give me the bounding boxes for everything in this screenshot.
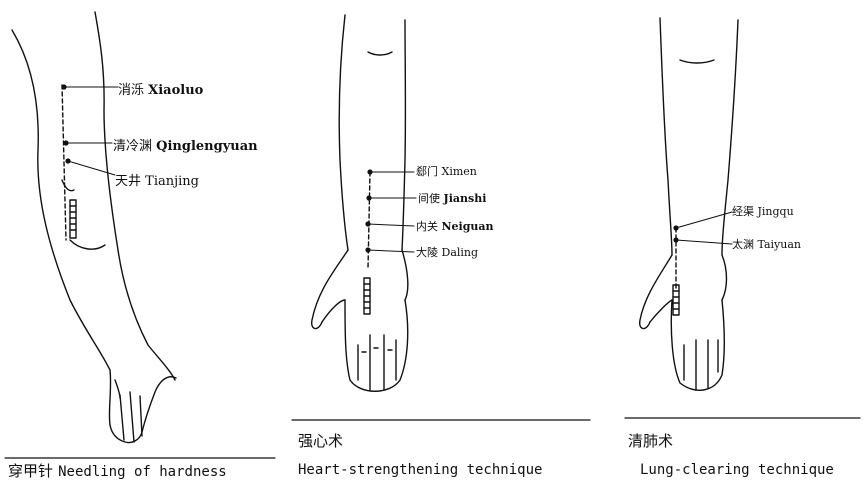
point-label-taiyuan: 太渊 Taiyuan (732, 236, 801, 252)
caption-cn-lung: 清肺术 (628, 430, 673, 451)
figure-2-needle-handle (364, 278, 370, 314)
figure-2-needle (368, 172, 370, 268)
caption-cn-heart: 强心术 (298, 430, 343, 451)
point-label-xiaoluo: 消泺 Xiaoluo (118, 79, 203, 98)
point-label-qinglengyuan: 清冷渊 Qinglengyuan (113, 135, 258, 154)
caption-en-lung: Lung-clearing technique (640, 462, 834, 478)
figure-1-leader-lines (64, 87, 118, 175)
figure-2-leader-lines (368, 172, 416, 252)
point-label-neiguan: 内关 Neiguan (416, 218, 494, 234)
point-label-daling: 大陵 Daling (416, 244, 478, 260)
figure-1-needle-handle (70, 200, 76, 238)
caption-en-hardness: Needling of hardness (58, 464, 227, 480)
figure-1-needle (62, 85, 66, 240)
caption-row: 穿甲针 Needling of hardness (8, 460, 227, 481)
figure-3-arm (640, 18, 738, 390)
caption-cn-hardness: 穿甲针 (8, 462, 53, 480)
point-label-ximen: 郄门 Ximen (416, 163, 477, 179)
point-label-jianshi: 间使 Jianshi (418, 190, 486, 206)
figure-2-arm (312, 15, 408, 391)
caption-en-heart: Heart-strengthening technique (298, 462, 542, 478)
figure-3-points (673, 225, 678, 242)
point-label-jingqu: 经渠 Jingqu (732, 203, 794, 219)
figure-3-needle-handle (673, 285, 679, 315)
point-label-tianjing: 天井 Tianjing (115, 170, 199, 189)
figure-1-arm (12, 12, 176, 443)
